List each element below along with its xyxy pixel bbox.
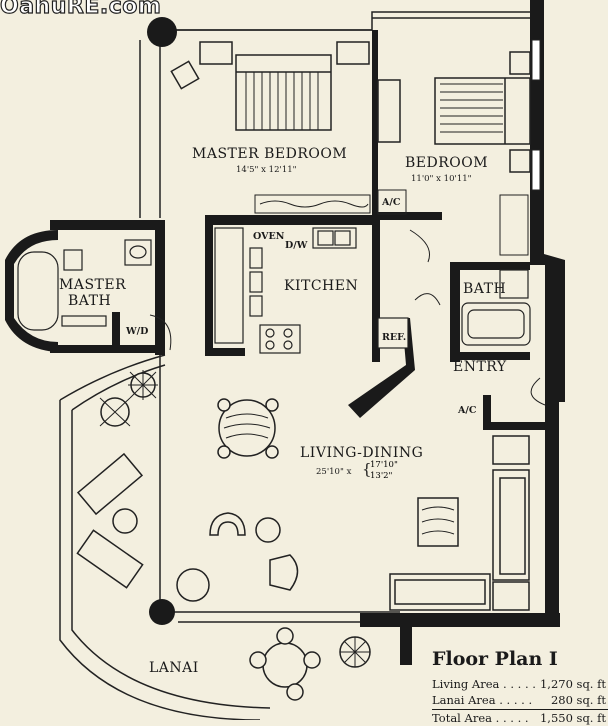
legend-row-living: Living Area . . . . . 1,270 sq. ft — [432, 676, 608, 692]
master-bed — [170, 41, 370, 131]
room-label-bedroom: BEDROOM — [405, 155, 489, 171]
brace: { — [362, 460, 372, 478]
room-dims-living-a: 17'10" — [370, 460, 398, 470]
master-dresser — [254, 194, 371, 214]
door-swings — [149, 229, 546, 406]
label-dishwasher: D/W — [285, 240, 308, 251]
room-label-master-bath-1: MASTER — [59, 277, 127, 293]
legend-value: 280 sq. ft — [550, 693, 606, 707]
legend-row-total: Total Area . . . . . 1,550 sq. ft — [432, 709, 608, 726]
room-label-master-bedroom: MASTER BEDROOM — [192, 146, 348, 162]
label-refrigerator: REF. — [382, 332, 407, 343]
legend-row-lanai: Lanai Area . . . . . 280 sq. ft — [432, 692, 608, 708]
room-label-kitchen: KITCHEN — [284, 278, 359, 294]
legend-value: 1,550 sq. ft — [539, 711, 606, 725]
room-label-lanai: LANAI — [149, 660, 199, 676]
windows — [531, 39, 541, 191]
room-label-master-bath-2: BATH — [68, 293, 112, 309]
area-legend: Floor Plan I Living Area . . . . . 1,270… — [432, 648, 608, 726]
bedroom-closet — [377, 189, 529, 256]
room-dims-living-prefix: 25'10" x — [316, 467, 352, 477]
room-dims-bedroom: 11'0" x 10'11" — [411, 174, 472, 184]
legend-value: 1,270 sq. ft — [539, 677, 606, 691]
label-oven: OVEN — [253, 231, 285, 242]
legend-label: Lanai Area . . . . . — [432, 693, 533, 707]
kitchen-fixtures — [214, 227, 409, 354]
dining-set — [176, 398, 299, 602]
legend-label: Living Area . . . . . — [432, 677, 536, 691]
label-washer-dryer: W/D — [126, 326, 149, 337]
room-label-living-dining: LIVING-DINING — [300, 445, 424, 461]
watermark: OahuRE.com — [0, 0, 162, 20]
master-bath-fixtures — [17, 239, 152, 331]
bedroom-bed — [377, 51, 531, 173]
lanai-furniture — [76, 370, 371, 701]
legend-label: Total Area . . . . . — [432, 711, 529, 725]
label-ac-bedroom: A/C — [382, 197, 401, 208]
label-ac-entry: A/C — [458, 405, 477, 416]
living-seating — [389, 435, 530, 611]
room-label-entry: ENTRY — [453, 359, 507, 375]
walls — [5, 0, 565, 665]
room-dims-living-b: 13'2" — [370, 471, 393, 481]
bath-fixtures — [461, 269, 531, 346]
legend-title: Floor Plan I — [432, 648, 558, 670]
room-dims-master-bedroom: 14'5" x 12'11" — [236, 165, 297, 175]
room-label-bath: BATH — [463, 281, 507, 297]
